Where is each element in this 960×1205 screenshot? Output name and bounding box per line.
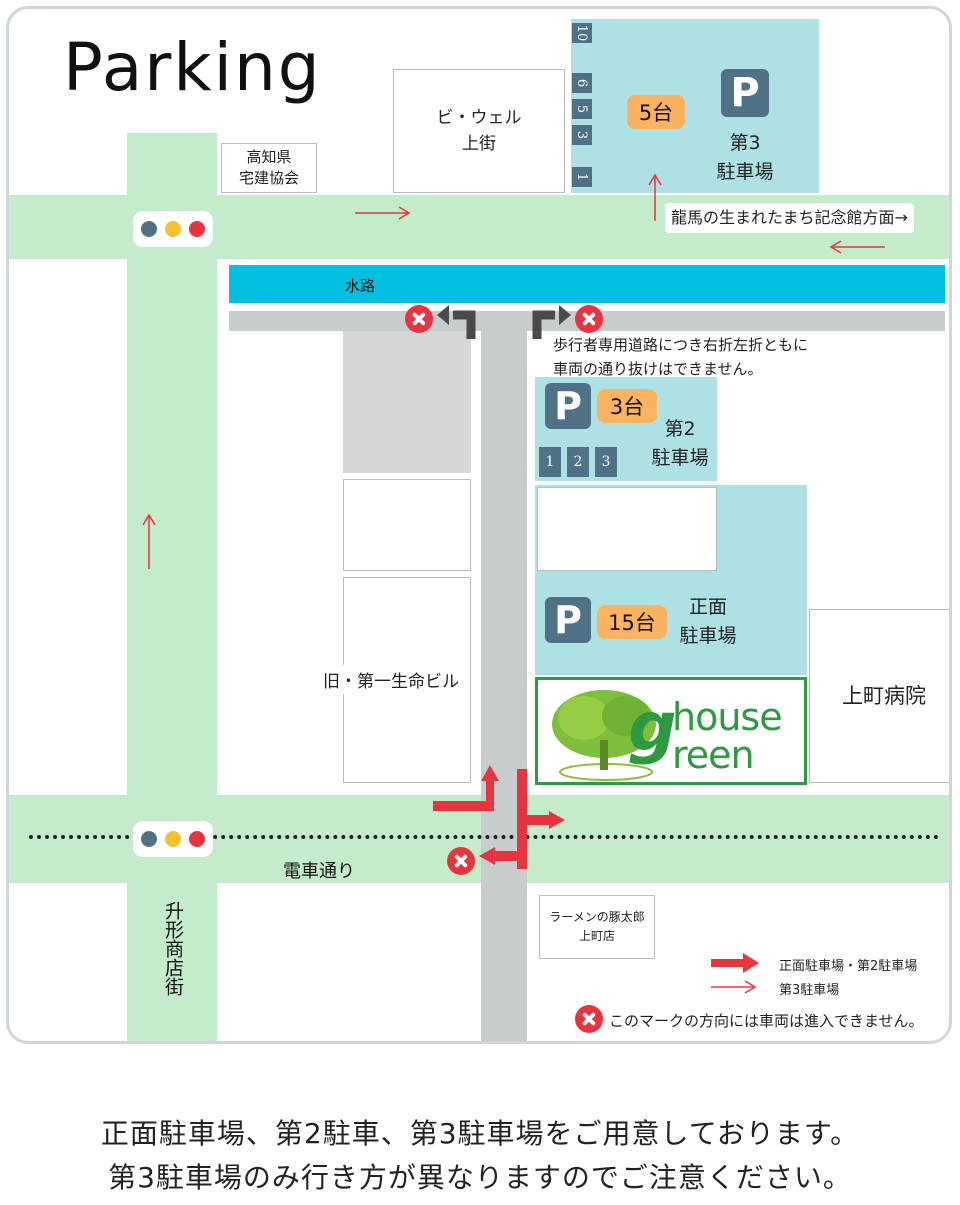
slot-3: 3	[595, 447, 617, 477]
route-arrows	[142, 173, 885, 994]
no-entry-icon	[447, 847, 475, 875]
third-lot-name: 第3 駐車場	[716, 132, 774, 183]
third-lot-count: 5台	[627, 95, 685, 129]
gray-building	[343, 331, 471, 473]
second-lot-name: 第2 駐車場	[651, 418, 709, 469]
legend-thin-label: 第3駐車場	[779, 983, 840, 998]
no-pass-note: 歩行者専用道路につき右折左折ともに 車両の通り抜けはできません。	[553, 336, 809, 378]
road-left-vertical	[127, 133, 217, 1041]
thin-arrow-right	[355, 206, 411, 220]
legend-no-entry-note: このマークの方向には車両は進入できません。	[609, 1012, 924, 1030]
front-lot-name: 正面 駐車場	[679, 596, 737, 647]
parking-lot-third	[571, 19, 819, 193]
no-entry-icon	[575, 1005, 603, 1033]
signal-blue	[141, 831, 157, 847]
map-frame: Parking 高知県 宅建協会 ビ・ウェル 上街 旧・第一生命ビル 上町病院 …	[6, 6, 952, 1044]
ramen-butataro: ラーメンの豚太郎 上町店	[539, 895, 655, 959]
tree-icon	[552, 690, 656, 781]
slot-1: 1	[539, 447, 561, 477]
traffic-signal-lower	[133, 821, 213, 857]
slot-2: 2	[567, 447, 589, 477]
tatsuma-direction-label: 龍馬の生まれたまち記念館方面→	[665, 203, 914, 233]
p-icon: P	[545, 383, 591, 429]
waterway-label: 水路	[345, 277, 376, 295]
road-gray-vertical	[481, 311, 527, 1041]
signal-red	[189, 221, 205, 237]
densha-dori-label: 電車通り	[283, 861, 355, 882]
second-lot-count: 3台	[597, 389, 657, 423]
logo-letter-g: g	[628, 688, 677, 767]
no-entry-icon	[405, 305, 433, 333]
turn-left-arrow	[437, 305, 476, 339]
signal-blue	[141, 221, 157, 237]
logo-house: house	[672, 695, 783, 739]
signal-red	[189, 831, 205, 847]
waterway	[229, 265, 945, 303]
thin-arrow-up-left-road	[142, 513, 156, 569]
masugata-shotengai-label: 升形商店街	[162, 901, 184, 996]
front-lot-count: 15台	[597, 605, 667, 639]
p-icon: P	[545, 597, 591, 643]
kamimachi-hospital: 上町病院	[809, 609, 949, 783]
turn-right-arrow	[532, 305, 571, 339]
building-inside-lot	[537, 487, 717, 571]
legend-thick-label: 正面駐車場・第2駐車場	[779, 959, 918, 974]
tram-rail	[29, 835, 939, 839]
footer-line-1: 正面駐車場、第2駐車、第3駐車場をご用意しております。	[100, 1117, 860, 1150]
thin-arrow-left	[829, 240, 885, 254]
legend-thin-arrow	[711, 980, 757, 994]
p-icon: P	[721, 69, 769, 117]
signal-yellow	[165, 221, 181, 237]
kyu-daiichi-label: 旧・第一生命ビル	[315, 665, 467, 694]
thick-route-arrows	[433, 765, 565, 869]
traffic-signal-upper	[133, 211, 213, 247]
bi-well-kamimachi: ビ・ウェル 上街	[393, 69, 565, 193]
green-house-logo: g house reen	[535, 677, 807, 785]
logo-reen: reen	[672, 733, 755, 777]
page-title: Parking	[63, 29, 322, 106]
no-entry-icon	[575, 305, 603, 333]
thin-arrow-up	[648, 173, 662, 221]
signal-yellow	[165, 831, 181, 847]
footer-line-2: 第3駐車場のみ行き方が異なりますのでご注意ください。	[108, 1161, 852, 1194]
kochi-takken-kyokai: 高知県 宅建協会	[221, 143, 317, 193]
legend-thick-arrow	[711, 953, 759, 973]
building-small	[343, 479, 471, 571]
